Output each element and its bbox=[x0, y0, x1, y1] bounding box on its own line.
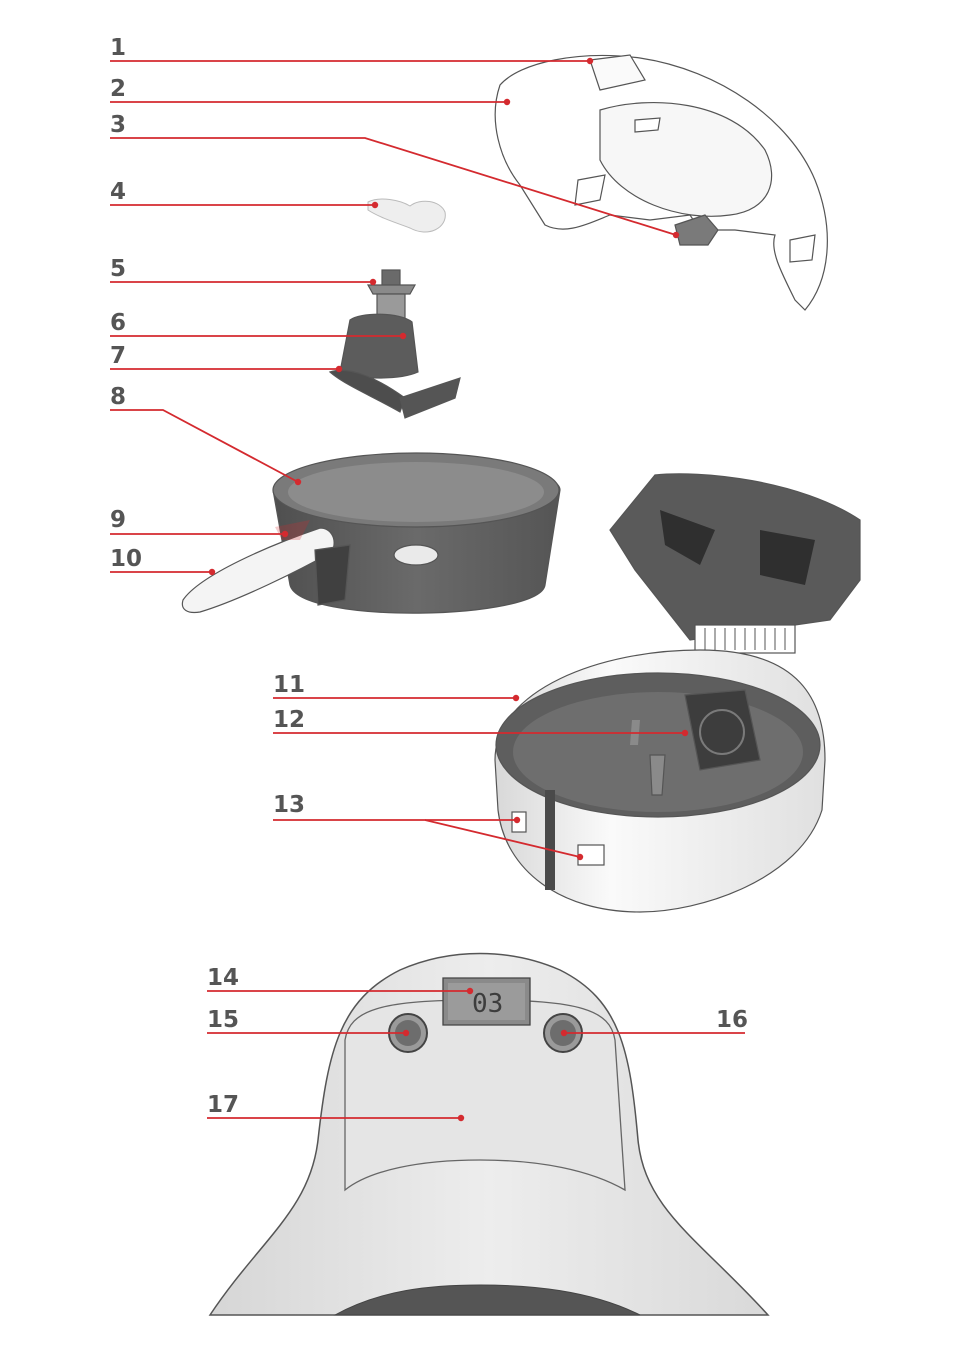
callout-8: 8 bbox=[110, 384, 301, 485]
callout-11: 11 bbox=[273, 672, 519, 701]
callout-number: 11 bbox=[273, 672, 305, 698]
callout-1: 1 bbox=[110, 35, 593, 64]
callout-number: 12 bbox=[273, 707, 305, 733]
cooking-pan-illustration bbox=[182, 453, 560, 613]
callout-number: 2 bbox=[110, 76, 126, 102]
callout-number: 5 bbox=[110, 256, 126, 282]
callout-number: 4 bbox=[110, 179, 126, 205]
callout-number: 15 bbox=[207, 1007, 239, 1033]
callout-number: 17 bbox=[207, 1092, 239, 1118]
callout-number: 8 bbox=[110, 384, 126, 410]
control-panel-illustration: 03 bbox=[210, 954, 768, 1316]
callout-5: 5 bbox=[110, 256, 376, 285]
callout-7: 7 bbox=[110, 343, 342, 372]
display-reading: 03 bbox=[472, 989, 503, 1019]
stirring-paddle-illustration bbox=[330, 270, 460, 418]
callout-number: 6 bbox=[110, 310, 126, 336]
callout-9: 9 bbox=[110, 507, 288, 537]
callout-number: 1 bbox=[110, 35, 126, 61]
callout-number: 3 bbox=[110, 112, 126, 138]
callout-number: 13 bbox=[273, 792, 305, 818]
callout-number: 7 bbox=[110, 343, 126, 369]
callout-10: 10 bbox=[110, 546, 215, 575]
callout-number: 14 bbox=[207, 965, 239, 991]
callout-4: 4 bbox=[110, 179, 378, 208]
callout-number: 16 bbox=[716, 1007, 748, 1033]
measuring-spoon-illustration bbox=[368, 199, 445, 232]
callout-number: 10 bbox=[110, 546, 142, 572]
lid-illustration bbox=[495, 55, 827, 310]
callout-number: 9 bbox=[110, 507, 126, 533]
callout-2: 2 bbox=[110, 76, 510, 105]
